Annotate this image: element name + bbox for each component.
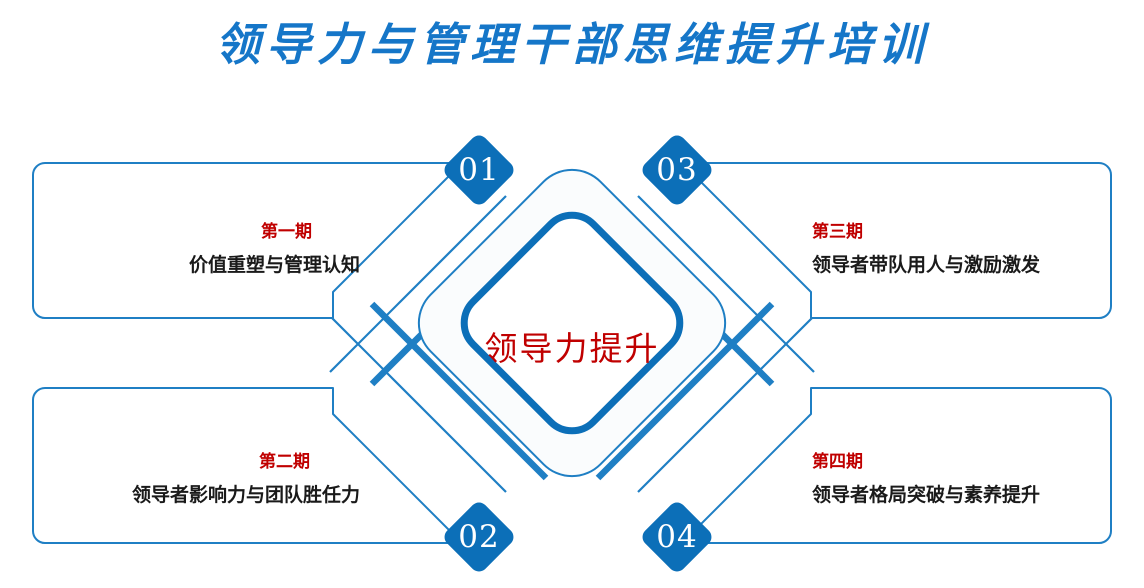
badge-diamond-01[interactable] [441, 132, 517, 208]
card-content-03: 第三期 领导者带队用人与激励激发 [812, 195, 1122, 305]
phase-label-04: 第四期 [812, 452, 863, 472]
hub-inner-diamond [460, 211, 684, 435]
card-outline-02[interactable] [32, 387, 463, 544]
card-outline-01[interactable] [32, 162, 463, 319]
phase-title-03: 领导者带队用人与激励激发 [812, 255, 1041, 277]
phase-title-04: 领导者格局突破与素养提升 [812, 485, 1041, 507]
card-outline-03[interactable] [681, 162, 1112, 319]
phase-label-02: 第二期 [259, 452, 310, 472]
badge-diamond-02[interactable] [441, 499, 517, 575]
phase-title-02: 领导者影响力与团队胜任力 [131, 485, 360, 507]
card-content-04: 第四期 领导者格局突破与素养提升 [812, 425, 1122, 535]
phase-label-03: 第三期 [812, 222, 863, 242]
phase-title-01: 价值重塑与管理认知 [188, 255, 360, 277]
card-outline-04[interactable] [681, 387, 1112, 544]
page-title: 领导力与管理干部思维提升培训 [214, 18, 929, 71]
card-content-01: 第一期 价值重塑与管理认知 [60, 195, 360, 305]
card-content-02: 第二期 领导者影响力与团队胜任力 [30, 425, 360, 535]
phase-label-01: 第一期 [261, 222, 312, 242]
badge-diamond-03[interactable] [639, 132, 715, 208]
badge-diamond-04[interactable] [639, 499, 715, 575]
